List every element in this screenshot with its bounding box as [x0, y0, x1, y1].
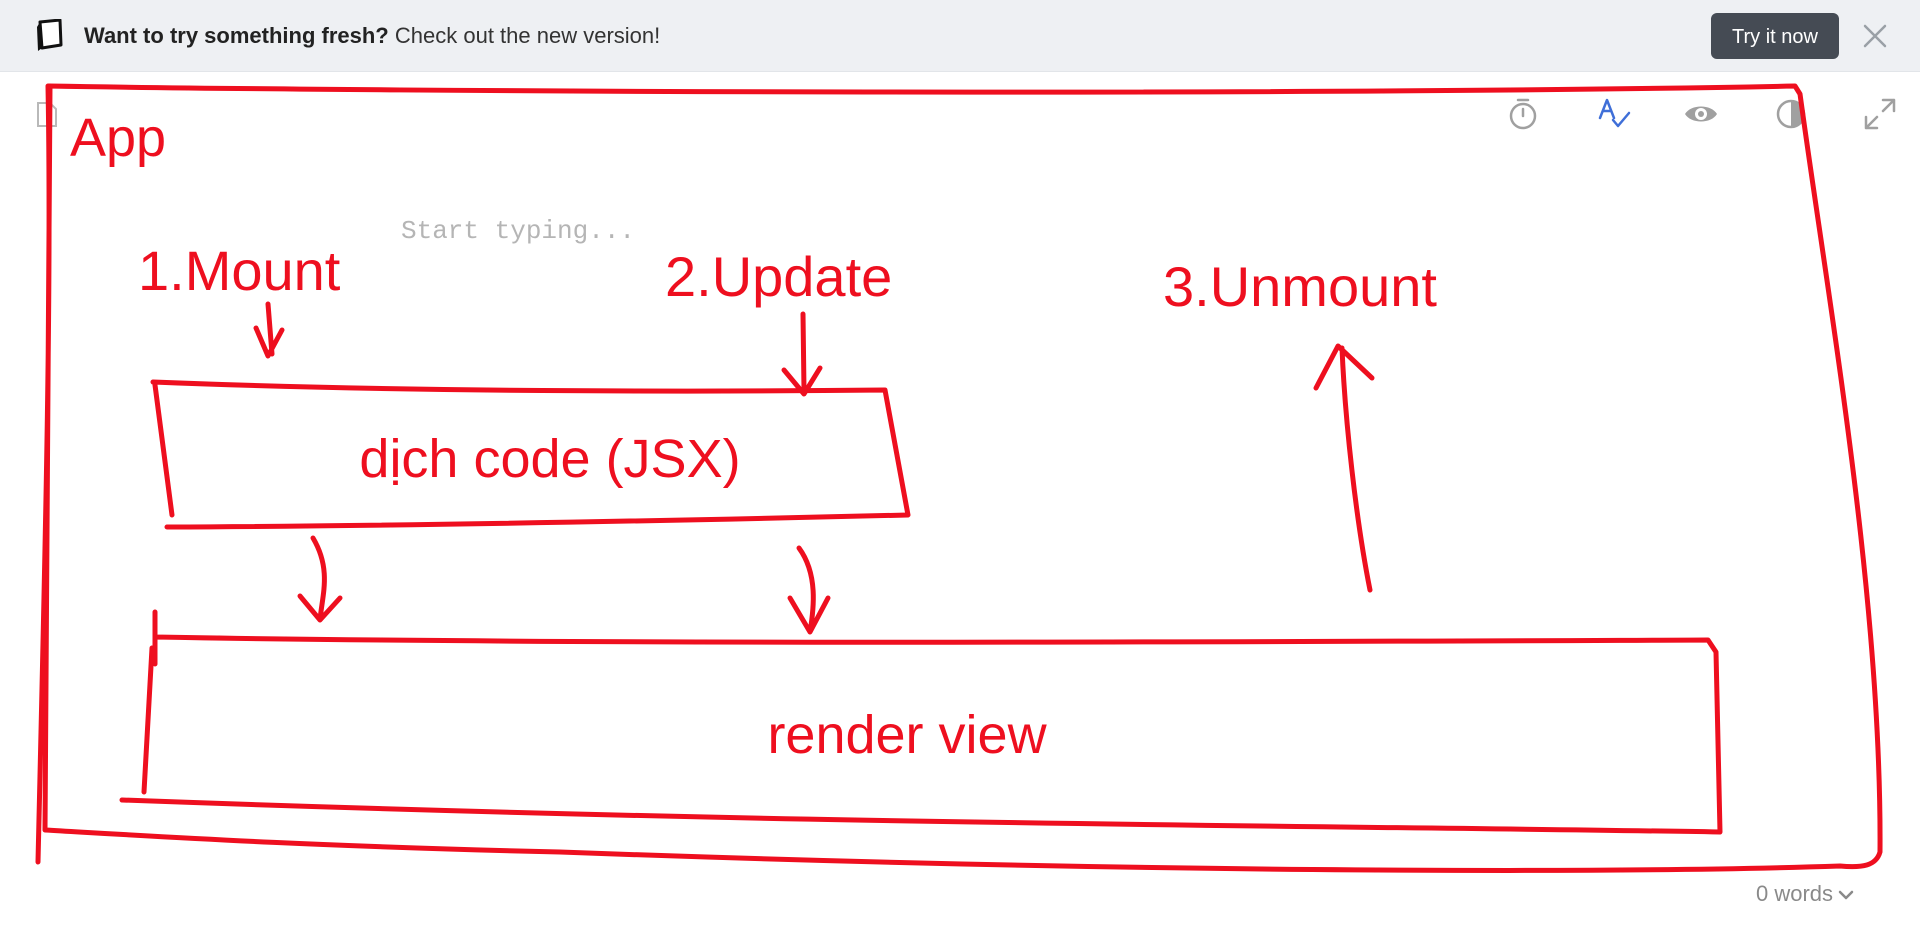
chevron-down-icon [1838, 890, 1854, 900]
spellcheck-icon[interactable] [1596, 96, 1632, 132]
banner-message: Want to try something fresh? Check out t… [84, 23, 660, 49]
announcement-banner: Want to try something fresh? Check out t… [0, 0, 1920, 72]
update-arrow [781, 311, 823, 397]
mount-arrow [253, 301, 285, 359]
jsx-right-down-arrow [787, 545, 831, 635]
try-it-now-button[interactable]: Try it now [1711, 13, 1839, 59]
timer-icon[interactable] [1505, 96, 1541, 132]
app-logo-icon [37, 19, 63, 51]
label-mount: 1.Mount [138, 239, 341, 302]
unmount-up-arrow [1313, 343, 1375, 593]
jsx-left-down-arrow [297, 535, 343, 623]
fullscreen-icon[interactable] [1862, 96, 1898, 132]
banner-text: Check out the new version! [394, 23, 661, 48]
banner-bold-text: Want to try something fresh? [84, 23, 389, 48]
app-frame [35, 83, 1883, 873]
editor-placeholder[interactable]: Start typing... [401, 216, 636, 246]
word-count[interactable]: 0 words [1756, 881, 1855, 907]
preview-eye-icon[interactable] [1683, 96, 1719, 132]
label-unmount: 3.Unmount [1163, 255, 1437, 318]
render-box [119, 609, 1723, 835]
label-render-view: render view [767, 705, 1047, 765]
close-icon[interactable] [1862, 23, 1888, 49]
jsx-box [150, 379, 911, 530]
label-jsx: dịch code (JSX) [359, 429, 740, 489]
word-count-text: 0 words [1756, 881, 1834, 906]
label-update: 2.Update [665, 245, 892, 308]
drawing-title: App [70, 108, 166, 168]
